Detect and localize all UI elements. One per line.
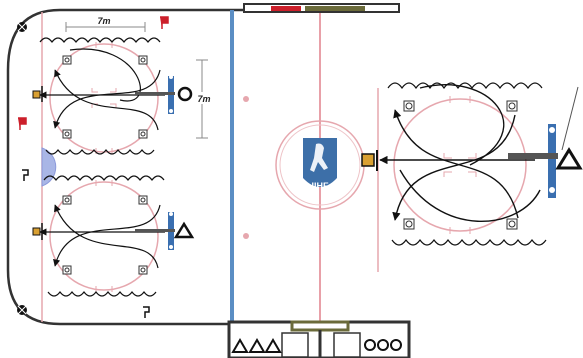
bench-triangle-players — [231, 338, 282, 353]
skater-path — [419, 84, 505, 166]
net-olive-marker — [305, 6, 365, 11]
triangle-player-icon — [264, 338, 282, 353]
wavy-skate-path — [387, 82, 543, 90]
neutral-zone-dot — [243, 96, 249, 102]
neutral-zone-dot — [243, 233, 249, 239]
coach-post — [135, 212, 175, 250]
bench-circle-players — [364, 339, 402, 351]
cone-icon — [62, 195, 72, 205]
puck-icon — [361, 153, 375, 167]
cone-icon — [138, 55, 148, 65]
skater-path — [53, 204, 161, 267]
wavy-skate-path — [47, 291, 157, 297]
skater-path — [393, 109, 519, 219]
wavy-skate-path — [43, 175, 165, 181]
width-dimension-label: 7m — [97, 16, 110, 26]
skater-path — [392, 114, 516, 221]
cone-icon — [138, 129, 148, 139]
bench-gate — [290, 320, 350, 332]
triangle-player-icon — [555, 147, 583, 170]
puck-icon — [32, 227, 41, 236]
center-ice-inner — [279, 124, 361, 206]
bench-box-left — [281, 332, 309, 358]
cone-icon — [506, 100, 518, 112]
bench-box-right — [333, 332, 361, 358]
faceoff-circle-detail — [393, 96, 527, 234]
width-dimension: 7m — [65, 14, 146, 32]
flag-icon — [160, 16, 169, 29]
cone-icon — [138, 265, 148, 275]
puck-icon — [17, 22, 27, 32]
skater-path — [399, 169, 541, 223]
circle-player-icon — [364, 339, 376, 351]
coach-post-detail — [508, 124, 558, 198]
triangle-player-icon — [173, 221, 195, 239]
skater-path — [69, 48, 141, 102]
hockey-player-icon — [310, 143, 328, 172]
coach-post — [135, 75, 175, 114]
cone-icon — [62, 129, 72, 139]
faceoff-circle-lower — [49, 180, 159, 292]
puck-icon — [32, 90, 41, 99]
wavy-skate-path — [391, 238, 547, 246]
rink-boards — [6, 8, 240, 326]
wavy-skate-path — [39, 37, 161, 43]
triangle-player-icon — [231, 338, 249, 353]
triangle-player-icon — [248, 338, 266, 353]
skater-path — [54, 204, 159, 269]
cone-icon — [403, 218, 415, 230]
cone-icon — [62, 55, 72, 65]
flag-outline-icon — [143, 306, 150, 318]
height-dimension: 7m — [193, 59, 215, 139]
cone-icon — [506, 218, 518, 230]
puck-icon — [17, 305, 27, 315]
cone-icon — [403, 100, 415, 112]
blue-line — [230, 10, 234, 324]
circle-player-icon — [177, 86, 193, 102]
height-dimension-label: 7m — [197, 94, 210, 104]
circle-player-icon — [377, 339, 389, 351]
logo-text: IIHF — [312, 181, 330, 191]
pointer-line — [561, 86, 579, 151]
wavy-skate-path — [45, 149, 155, 155]
cone-icon — [62, 265, 72, 275]
circle-player-icon — [390, 339, 402, 351]
net-red-marker — [271, 6, 301, 11]
cone-icon — [138, 195, 148, 205]
skater-path — [53, 69, 161, 129]
skater-path — [54, 69, 159, 131]
flag-icon — [18, 117, 27, 130]
flag-outline-icon — [22, 169, 29, 181]
